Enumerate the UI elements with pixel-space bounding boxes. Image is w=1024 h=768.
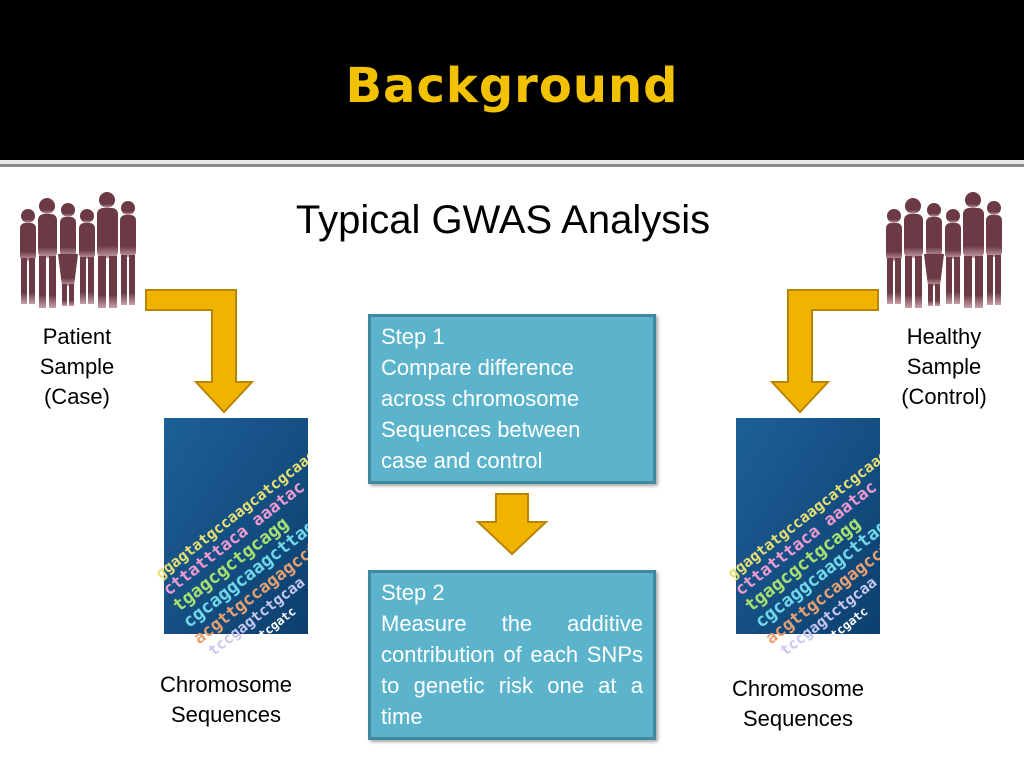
step-1-text-line: across chromosome: [381, 386, 580, 411]
patient-sample-label-line: (Case): [43, 384, 110, 409]
control-sequences-label-line: Chromosome: [731, 676, 865, 701]
case-sequences-label: Chromosome Sequences: [140, 670, 312, 730]
patient-sample-label-line: Sample: [39, 354, 115, 379]
control-bent-arrow-down-icon: [770, 289, 879, 414]
header-divider-shadow: [0, 164, 1024, 167]
case-chromosome-sequence-image: ggagtatgccaagcatcgcaag cttatttaca aaatac…: [152, 418, 308, 658]
step-1-box: Step 1 Compare difference across chromos…: [368, 314, 656, 484]
step-2-text: Measure the additive contribution of eac…: [381, 611, 643, 729]
slide-title: Background: [345, 58, 679, 114]
case-bent-arrow-down-icon: [145, 289, 254, 414]
step-1-text-line: Compare difference: [381, 355, 574, 380]
step-2-box: Step 2 Measure the additive contribution…: [368, 570, 656, 740]
diagram-subtitle: Typical GWAS Analysis: [295, 198, 711, 242]
healthy-sample-label-line: Healthy: [906, 324, 982, 349]
control-people-silhouette-icon: [886, 192, 1002, 308]
patient-sample-label-line: Patient: [42, 324, 112, 349]
control-chromosome-sequence-image: ggagtatgccaagcatcgcaag cttatttaca aaatac…: [724, 418, 880, 658]
healthy-sample-label-line: Sample: [906, 354, 982, 379]
step-down-arrow-icon: [475, 493, 549, 556]
patient-people-silhouette-icon: [20, 192, 136, 308]
slide-header: [0, 0, 1024, 160]
control-sequences-label-line: Sequences: [742, 706, 854, 731]
step-1-heading: Step 1: [381, 324, 445, 349]
step-1-text-line: case and control: [381, 448, 543, 473]
case-sequences-label-line: Chromosome: [159, 672, 293, 697]
step-1-text-line: Sequences between: [381, 417, 581, 442]
healthy-sample-label-line: (Control): [901, 384, 987, 409]
step-2-heading: Step 2: [381, 580, 445, 605]
header-divider: [0, 160, 1024, 164]
case-sequences-label-line: Sequences: [170, 702, 282, 727]
patient-sample-label: Patient Sample (Case): [20, 322, 134, 412]
healthy-sample-label: Healthy Sample (Control): [886, 322, 1002, 412]
control-sequences-label: Chromosome Sequences: [712, 674, 884, 734]
